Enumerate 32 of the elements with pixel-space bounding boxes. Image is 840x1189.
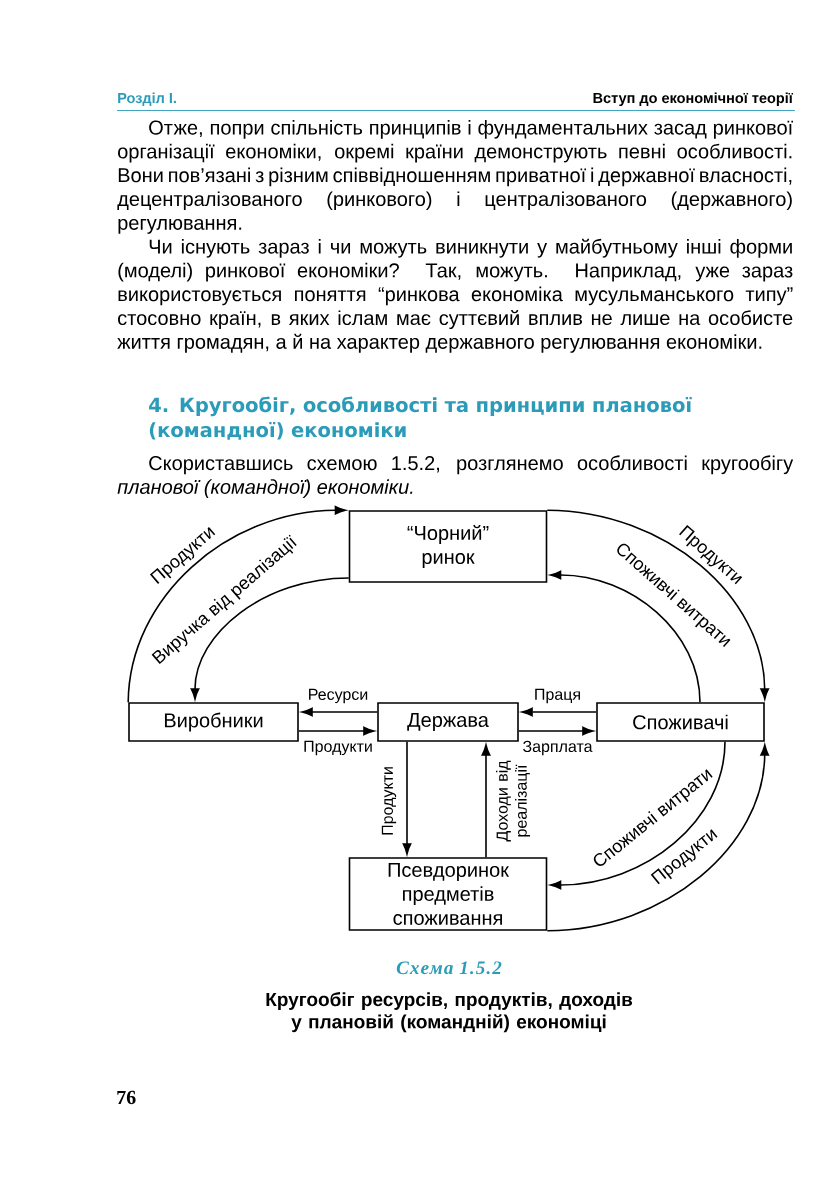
page-number: 76 xyxy=(117,1090,136,1105)
process-box: Псевдоринок предметів споживання xyxy=(348,857,548,931)
figure-number: Схема 1.5.2 xyxy=(396,961,502,975)
running-title: Вступ до економічної теорії xyxy=(593,92,794,106)
process-box: Виробники xyxy=(128,702,299,742)
section-heading: 4. Кругообіг, особливості та принципи планової (командної) економіки xyxy=(149,396,692,440)
edge-label: Праця xyxy=(535,688,580,704)
figure-caption: Кругообіг ресурсів, продуктів, доходів у плановій (командній) економіці xyxy=(266,992,633,1033)
edge-label: Продукти xyxy=(304,740,372,756)
arrow xyxy=(521,707,597,717)
arrow xyxy=(549,741,726,890)
edge-label: Зарплата xyxy=(523,740,593,756)
arrow xyxy=(546,509,770,700)
process-box: “Чорний” ринок xyxy=(348,510,548,583)
edge-label: Ресурси xyxy=(309,688,368,704)
body-paragraph: Скориставшись схемою 1.5.2, розглянемо особливості кругообігу планової (командної) економіки. xyxy=(117,455,794,498)
edge-label: Продукти xyxy=(381,767,397,835)
process-box: Споживачі xyxy=(596,702,765,742)
body-paragraph: Отже, попри спільність принципів і фундаментальних засад ринкової організації економіки, окремі країни демонструють певні особливості. Вони пов’язані з різним співвідношенням приватної і державної власності, децентралізованого (ринкового) і централізованого (державного) регулювання. xyxy=(117,120,793,234)
arrow xyxy=(127,505,347,703)
arrow xyxy=(402,741,412,855)
chapter-label: Розділ І. xyxy=(118,92,176,106)
arrow xyxy=(190,577,350,700)
arrow xyxy=(298,726,375,736)
arrow xyxy=(549,570,701,703)
edge-label: Доходи від реалізації xyxy=(496,760,530,842)
arrow xyxy=(546,744,770,932)
body-paragraph: Чи існують зараз і чи можуть виникнути у майбутньому інші форми (моделі) ринкової економіки? Так, можуть. Наприклад, уже зараз використовується поняття “ринкова економіка мусульманського типу” стосовно країн, в яких іслам має суттєвий вплив не лише на особисте життя громадян, а й на характер державного регулювання економіки. xyxy=(117,238,793,353)
arrow xyxy=(518,726,594,736)
process-box: Держава xyxy=(377,702,519,742)
arrow xyxy=(301,707,378,717)
arrow xyxy=(481,744,491,858)
